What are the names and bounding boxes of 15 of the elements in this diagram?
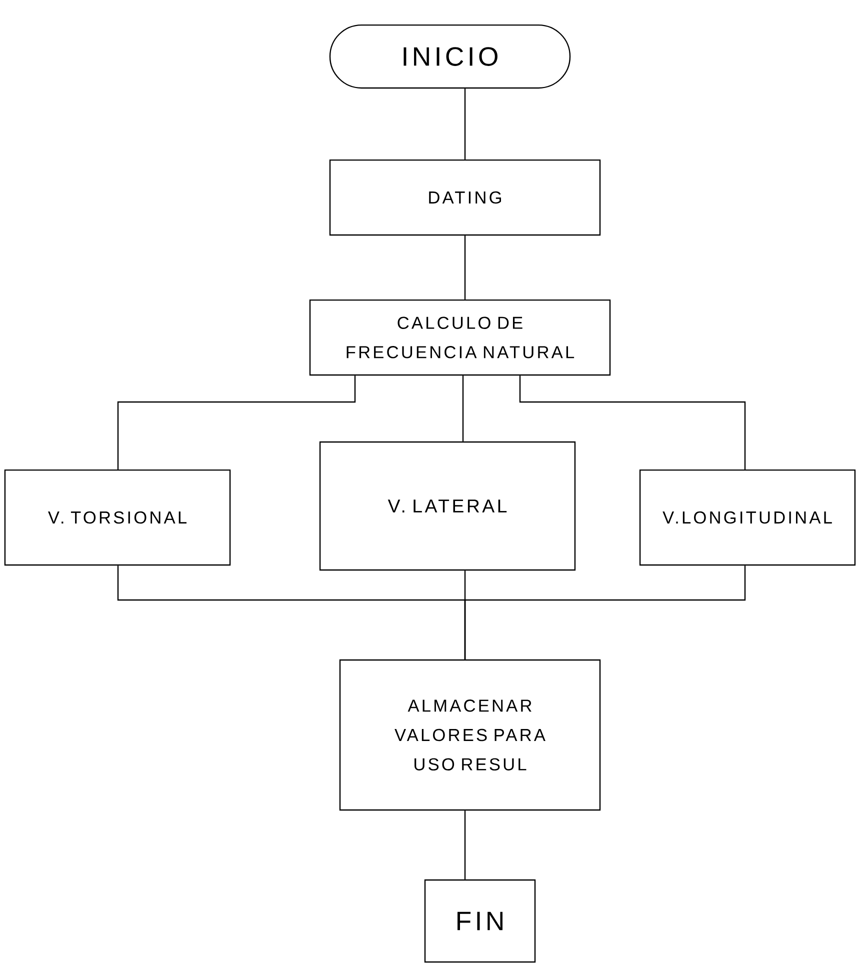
connector-line — [464, 810, 466, 880]
connector-line — [464, 236, 466, 300]
connector-line — [464, 566, 746, 660]
process-box: V. LATERAL — [319, 441, 576, 571]
terminal-box: INICIO — [329, 24, 571, 89]
connector-line — [462, 376, 464, 442]
process-box: CALCULO DE FRECUENCIA NATURAL — [309, 299, 611, 376]
process-box: DATING — [329, 159, 601, 236]
process-box: V. TORSIONAL — [4, 469, 231, 566]
connector-line — [464, 88, 466, 160]
process-box: V.LONGITUDINAL — [639, 469, 856, 566]
connector-line — [117, 376, 356, 470]
process-box: ALMACENAR VALORES PARA USO RESUL — [339, 659, 601, 811]
connector-line — [519, 376, 746, 470]
process-box: FIN — [424, 879, 536, 963]
